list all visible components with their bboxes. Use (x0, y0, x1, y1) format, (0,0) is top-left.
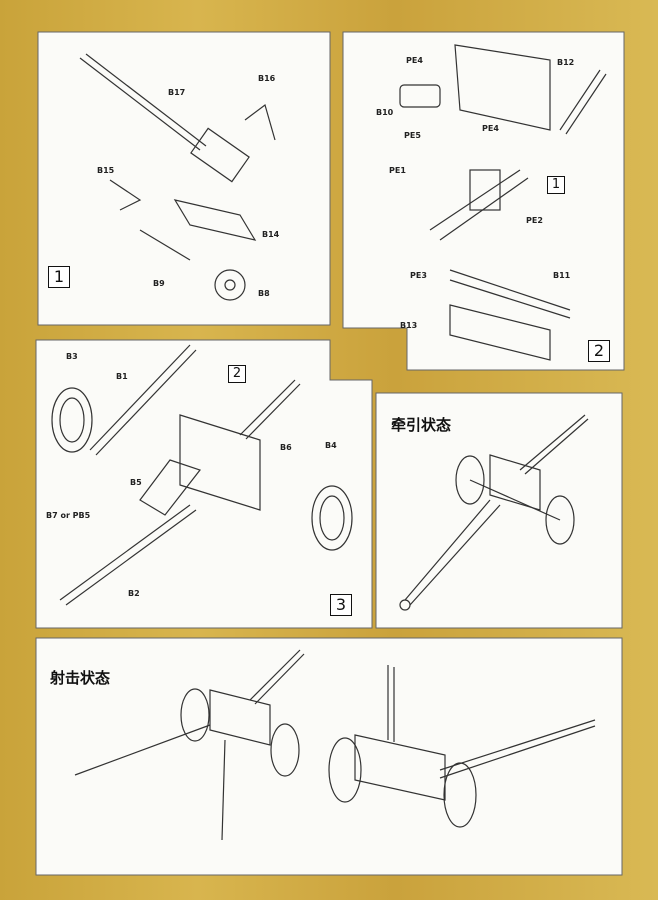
step-number-1: 1 (48, 266, 70, 288)
part-label-b15: B15 (97, 166, 115, 175)
step-number-2: 2 (588, 340, 610, 362)
part-label-b17: B17 (168, 88, 186, 97)
part-label-b11: B11 (553, 271, 571, 280)
part-label-b12: B12 (557, 58, 575, 67)
part-label-b14: B14 (262, 230, 280, 239)
part-label-b9: B9 (153, 279, 165, 288)
firing-position-title: 射击状态 (50, 669, 111, 687)
part-label-b13: B13 (400, 321, 418, 330)
part-label-pe1: PE1 (389, 166, 406, 175)
part-label-b8: B8 (258, 289, 270, 298)
part-label-pe3: PE3 (410, 271, 427, 280)
part-label-pe4: PE4 (406, 56, 423, 65)
part-label-b2: B2 (128, 589, 140, 598)
part-label-b10: B10 (376, 108, 394, 117)
part-label-b7-or-pb5: B7 or PB5 (46, 511, 91, 520)
step1-barrel-drawing (79, 53, 276, 301)
part-label-b5: B5 (130, 478, 142, 487)
part-label-pe2: PE2 (526, 216, 543, 225)
step3-drawing (51, 344, 353, 606)
step2-drawing (399, 44, 607, 361)
step-ref-2: 2 (228, 365, 246, 383)
part-label-b4: B4 (325, 441, 337, 450)
part-label-b16: B16 (258, 74, 276, 83)
part-label-b1: B1 (116, 372, 128, 381)
firing-position-drawing (74, 649, 596, 841)
step-ref-1: 1 (547, 176, 565, 194)
step-number-3: 3 (330, 594, 352, 616)
towing-position-title: 牵引状态 (391, 416, 452, 434)
part-label-pe5: PE5 (404, 131, 421, 140)
towing-position-drawing (399, 414, 589, 611)
part-label-b6: B6 (280, 443, 292, 452)
part-label-b3: B3 (66, 352, 78, 361)
part-label-pe4-2: PE4 (482, 124, 499, 133)
